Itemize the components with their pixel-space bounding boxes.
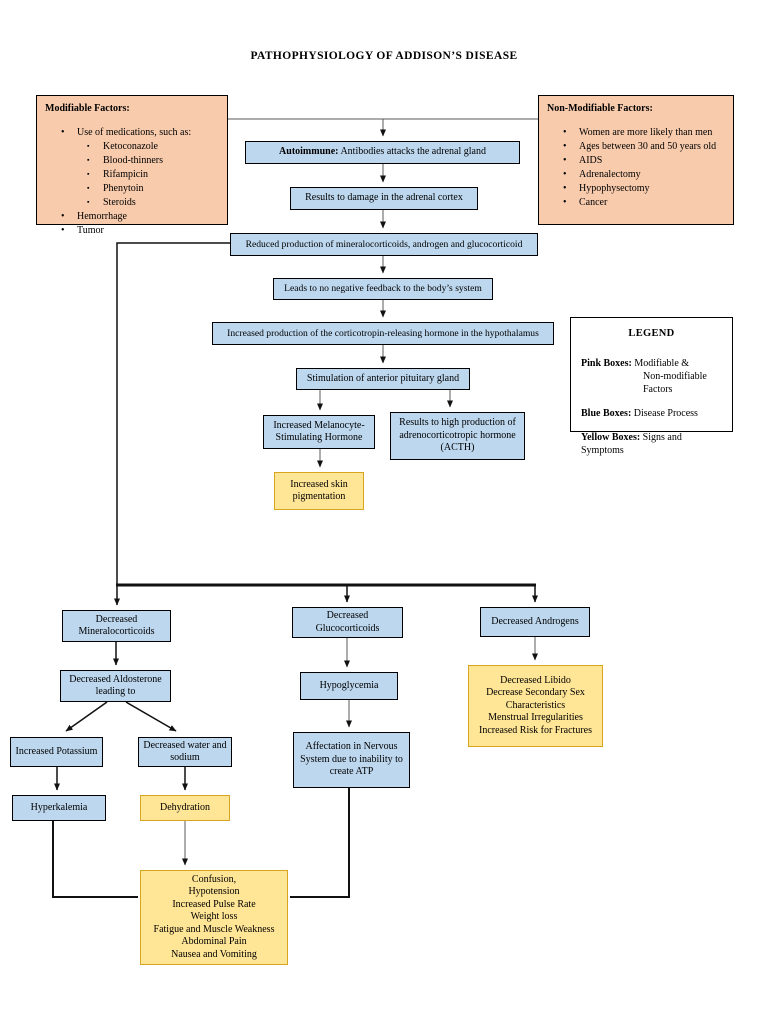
list-item: Cancer <box>547 196 725 209</box>
autoimmune-text: Antibodies attacks the adrenal gland <box>340 146 486 158</box>
hyperkalemia-box: Hyperkalemia <box>12 795 106 821</box>
acth-production-box: Results to high production of adrenocort… <box>390 412 525 460</box>
list-item: AIDS <box>547 154 725 167</box>
connector-hyperkalemia-elbow <box>52 821 138 898</box>
list-item: Nausea and Vomiting <box>171 948 257 960</box>
list-item: Hypophysectomy <box>547 182 725 195</box>
list-item: Abdominal Pain <box>181 936 247 948</box>
legend-pink-row: Pink Boxes: Modifiable & Non-modifiable … <box>581 357 722 396</box>
decreased-androgens-box: Decreased Androgens <box>480 607 590 637</box>
legend-yellow-label: Yellow Boxes: <box>581 431 641 443</box>
modifiable-heading: Modifiable Factors: <box>45 103 130 114</box>
legend-pink-text2: Non-modifiable Factors <box>643 370 707 395</box>
legend-blue-text: Disease Process <box>633 407 698 419</box>
list-item: Hypotension <box>188 886 240 898</box>
legend-pink-label: Pink Boxes: <box>581 357 632 369</box>
nonmodifiable-factors-box: Non-Modifiable Factors: Women are more l… <box>538 95 734 225</box>
connector-left-elbow <box>116 242 230 584</box>
modifiable-factors-box: Modifiable Factors: Use of medications, … <box>36 95 228 237</box>
no-negative-feedback-box: Leads to no negative feedback to the bod… <box>273 278 493 300</box>
decreased-glucocorticoids-box: Decreased Glucocorticoids <box>292 607 403 638</box>
decreased-water-sodium-box: Decreased water and sodium <box>138 737 232 767</box>
list-item: Menstrual Irregularities <box>488 712 583 724</box>
page-title: PATHOPHYSIOLOGY OF ADDISON’S DISEASE <box>250 50 518 62</box>
legend-blue-label: Blue Boxes: <box>581 407 632 419</box>
reduced-production-box: Reduced production of mineralocorticoids… <box>230 233 538 256</box>
nonmodifiable-heading: Non-Modifiable Factors: <box>547 103 653 114</box>
hypoglycemia-box: Hypoglycemia <box>300 672 398 700</box>
increased-potassium-box: Increased Potassium <box>10 737 103 767</box>
legend-blue-row: Blue Boxes: Disease Process <box>581 407 722 420</box>
other-factors-list: HemorrhageTumor <box>45 210 219 237</box>
list-item: Blood-thinners <box>45 154 219 167</box>
list-item: Fatigue and Muscle Weakness <box>153 923 275 935</box>
melanocyte-hormone-box: Increased Melanocyte-Stimulating Hormone <box>263 415 375 449</box>
dehydration-box: Dehydration <box>140 795 230 821</box>
list-item: Increased Risk for Fractures <box>478 724 592 736</box>
decreased-mineralocorticoids-box: Decreased Mineralocorticoids <box>62 610 171 642</box>
connector-diagonal-right <box>125 701 177 732</box>
nervous-system-affectation-box: Affectation in Nervous System due to ina… <box>293 732 410 788</box>
list-item: Tumor <box>45 224 219 237</box>
connector-affectation-elbow <box>290 788 350 898</box>
pituitary-stimulation-box: Stimulation of anterior pituitary gland <box>296 368 470 390</box>
list-item: Adrenalectomy <box>547 168 725 181</box>
skin-pigmentation-box: Increased skin pigmentation <box>274 472 364 510</box>
crh-production-box: Increased production of the corticotropi… <box>212 322 554 345</box>
nonmodifiable-list: Women are more likely than menAges betwe… <box>547 126 725 209</box>
autoimmune-label: Autoimmune: <box>279 146 339 158</box>
legend-pink-text: Modifiable & <box>634 357 690 369</box>
list-item: Hemorrhage <box>45 210 219 223</box>
legend-box: LEGEND Pink Boxes: Modifiable & Non-modi… <box>570 317 733 456</box>
adrenal-cortex-damage-box: Results to damage in the adrenal cortex <box>290 187 478 210</box>
list-item: Women are more likely than men <box>547 126 725 139</box>
list-item: Confusion, <box>191 873 237 885</box>
legend-yellow-text: Signs and Symptoms <box>581 431 682 456</box>
list-item: Rifampicin <box>45 168 219 181</box>
medications-list: KetoconazoleBlood-thinnersRifampicinPhen… <box>45 140 219 209</box>
decreased-aldosterone-box: Decreased Aldosterone leading to <box>60 670 171 702</box>
legend-yellow-row: Yellow Boxes: Signs and Symptoms <box>581 431 722 457</box>
list-item: Steroids <box>45 196 219 209</box>
list-item: Decrease Secondary Sex Characteristics <box>486 687 585 711</box>
connector-diagonal-left <box>65 701 108 732</box>
autoimmune-box: Autoimmune: Antibodies attacks the adren… <box>245 141 520 164</box>
list-item: Phenytoin <box>45 182 219 195</box>
list-item: Use of medications, such as: <box>45 126 219 139</box>
list-item: Weight loss <box>190 911 238 923</box>
list-item: Increased Pulse Rate <box>172 898 256 910</box>
list-item: Ages between 30 and 50 years old <box>547 140 725 153</box>
list-item: Decreased Libido <box>500 674 571 686</box>
legend-title: LEGEND <box>628 328 675 339</box>
list-item: Ketoconazole <box>45 140 219 153</box>
